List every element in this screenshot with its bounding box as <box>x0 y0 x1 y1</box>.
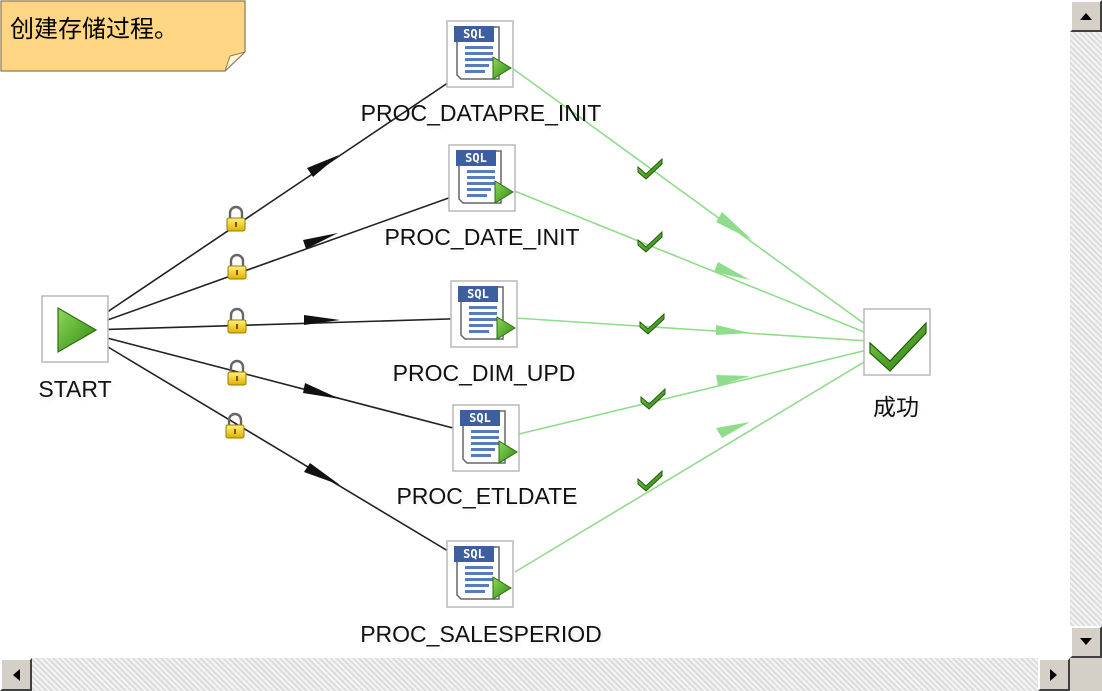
success-label: 成功 <box>873 395 919 421</box>
proc-salesperiod-label: PROC_SALESPERIOD <box>360 621 602 647</box>
success-node[interactable] <box>864 309 930 375</box>
proc-date-init-label: PROC_DATE_INIT <box>384 224 580 250</box>
start-node[interactable] <box>42 296 108 362</box>
success-node-icon <box>863 308 931 376</box>
proc-date-init-node[interactable] <box>449 145 515 211</box>
lock-icon <box>226 359 248 387</box>
scroll-right-button[interactable] <box>1038 658 1070 691</box>
start-label: START <box>38 376 112 402</box>
scroll-up-button[interactable] <box>1070 0 1102 32</box>
proc-etldate-node[interactable] <box>453 405 519 471</box>
hop-dim-upd-success <box>514 317 885 343</box>
start-node-icon <box>41 295 109 363</box>
proc-datapre-init-node[interactable] <box>447 21 513 87</box>
arrow-down-icon <box>1080 638 1092 645</box>
check-icon <box>639 313 665 335</box>
hop-start-dim-upd <box>87 317 481 331</box>
proc-dim-upd-label: PROC_DIM_UPD <box>392 360 576 386</box>
arrow-up-icon <box>1080 13 1092 20</box>
lock-icons <box>224 205 248 440</box>
hop-datapre-init-success <box>511 67 885 339</box>
lock-icon <box>226 307 248 335</box>
job-canvas[interactable]: SQL <box>0 0 1070 658</box>
hop-start-date-init <box>87 189 472 328</box>
hop-start-datapre-init <box>87 67 471 326</box>
hops-from-start <box>87 67 484 573</box>
hop-salesperiod-success <box>514 349 885 573</box>
hop-arrowheads <box>303 155 340 485</box>
scrollbar-corner <box>1070 658 1102 691</box>
note-text: 创建存储过程。 <box>10 15 178 43</box>
check-icons <box>637 158 666 492</box>
green-arrowheads <box>714 212 752 438</box>
hop-date-init-success <box>511 189 885 341</box>
vertical-scrollbar[interactable] <box>1070 0 1102 658</box>
hops-to-success <box>511 67 885 573</box>
proc-datapre-init-label: PROC_DATAPRE_INIT <box>360 100 602 126</box>
proc-etldate-label: PROC_ETLDATE <box>396 483 578 509</box>
proc-dim-upd-node[interactable] <box>451 281 517 347</box>
arrow-right-icon <box>1050 668 1057 681</box>
scroll-down-button[interactable] <box>1070 626 1102 658</box>
lock-icon <box>226 253 248 281</box>
scroll-left-button[interactable] <box>0 658 32 691</box>
horizontal-scrollbar[interactable] <box>0 658 1070 691</box>
hop-start-salesperiod <box>87 334 484 573</box>
note[interactable]: 创建存储过程。 <box>0 0 246 72</box>
lock-icon <box>225 205 247 233</box>
arrow-left-icon <box>13 668 20 681</box>
check-icon <box>637 470 663 492</box>
hop-start-etldate <box>87 332 481 436</box>
proc-salesperiod-node[interactable] <box>447 541 513 607</box>
lock-icon <box>224 412 246 440</box>
hop-etldate-success <box>514 345 885 436</box>
